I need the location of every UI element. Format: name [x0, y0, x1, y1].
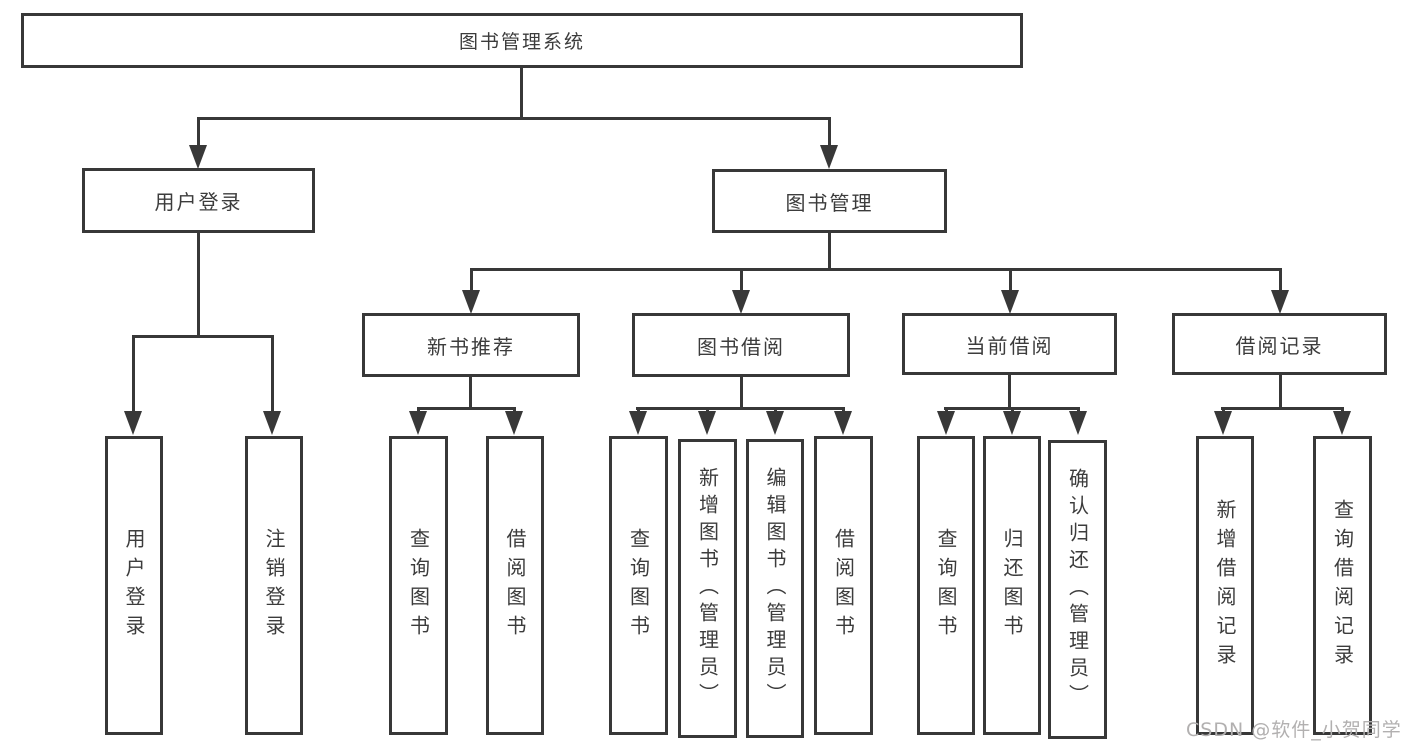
arrowhead-down-icon: [937, 411, 955, 435]
connector-vline: [706, 407, 709, 413]
connector-vline: [132, 335, 135, 413]
arrowhead-down-icon: [698, 411, 716, 435]
arrowhead-down-icon: [409, 411, 427, 435]
node-new-book-recommend: 新书推荐: [362, 313, 580, 377]
arrowhead-down-icon: [1069, 411, 1087, 435]
connector-vline: [469, 377, 472, 409]
arrowhead-down-icon: [124, 411, 142, 435]
leaf-records-query-record: 查询借阅记录: [1313, 436, 1372, 735]
node-borrowing-records: 借阅记录: [1172, 313, 1387, 375]
node-book-borrowing: 图书借阅: [632, 313, 850, 377]
leaf-borrowing-add-books-admin: 新增图书（管理员）: [678, 439, 737, 738]
node-book-management: 图书管理: [712, 169, 947, 233]
connector-vline: [1222, 407, 1225, 413]
arrowhead-down-icon: [1001, 290, 1019, 314]
arrowhead-down-icon: [1003, 411, 1021, 435]
arrowhead-down-icon: [189, 145, 207, 169]
connector-vline: [1279, 268, 1282, 292]
leaf-current-return-books: 归还图书: [983, 436, 1041, 735]
watermark: CSDN @软件_小贺同学: [1186, 719, 1402, 741]
connector-vline: [520, 68, 523, 118]
connector-vline: [945, 407, 948, 413]
connector-vline: [828, 117, 831, 147]
arrowhead-down-icon: [1333, 411, 1351, 435]
leaf-borrowing-edit-books-admin: 编辑图书（管理员）: [746, 439, 804, 738]
arrowhead-down-icon: [834, 411, 852, 435]
connector-vline: [740, 377, 743, 409]
connector-hline: [470, 268, 1281, 271]
connector-vline: [197, 233, 200, 337]
connector-vline: [842, 407, 845, 413]
arrowhead-down-icon: [766, 411, 784, 435]
connector-vline: [470, 268, 473, 292]
arrowhead-down-icon: [505, 411, 523, 435]
connector-vline: [740, 268, 743, 292]
connector-vline: [1011, 407, 1014, 413]
connector-vline: [1008, 375, 1011, 409]
arrowhead-down-icon: [263, 411, 281, 435]
connector-vline: [1009, 268, 1012, 292]
leaf-user-login: 用户登录: [105, 436, 163, 735]
leaf-borrowing-query-books: 查询图书: [609, 436, 668, 735]
connector-vline: [1279, 375, 1282, 409]
arrowhead-down-icon: [629, 411, 647, 435]
arrowhead-down-icon: [462, 290, 480, 314]
node-user-login: 用户登录: [82, 168, 315, 233]
connector-vline: [513, 407, 516, 413]
connector-hline: [1221, 407, 1344, 410]
leaf-newbook-borrow-books: 借阅图书: [486, 436, 544, 735]
connector-vline: [637, 407, 640, 413]
leaf-borrowing-borrow-books: 借阅图书: [814, 436, 873, 735]
connector-hline: [197, 117, 831, 120]
connector-vline: [774, 407, 777, 413]
connector-vline: [1077, 407, 1080, 413]
node-library-system: 图书管理系统: [21, 13, 1023, 68]
leaf-logout: 注销登录: [245, 436, 303, 735]
connector-vline: [828, 233, 831, 270]
leaf-records-add-record: 新增借阅记录: [1196, 436, 1254, 735]
leaf-current-confirm-return-admin: 确认归还（管理员）: [1048, 440, 1107, 739]
connector-hline: [132, 335, 274, 338]
arrowhead-down-icon: [1214, 411, 1232, 435]
connector-vline: [1341, 407, 1344, 413]
node-current-borrowing: 当前借阅: [902, 313, 1117, 375]
arrowhead-down-icon: [732, 290, 750, 314]
leaf-newbook-query-books: 查询图书: [389, 436, 448, 735]
arrowhead-down-icon: [820, 145, 838, 169]
connector-vline: [417, 407, 420, 413]
connector-vline: [271, 335, 274, 413]
arrowhead-down-icon: [1271, 290, 1289, 314]
connector-hline: [417, 407, 516, 410]
leaf-current-query-books: 查询图书: [917, 436, 975, 735]
connector-hline: [636, 407, 844, 410]
connector-vline: [197, 117, 200, 147]
